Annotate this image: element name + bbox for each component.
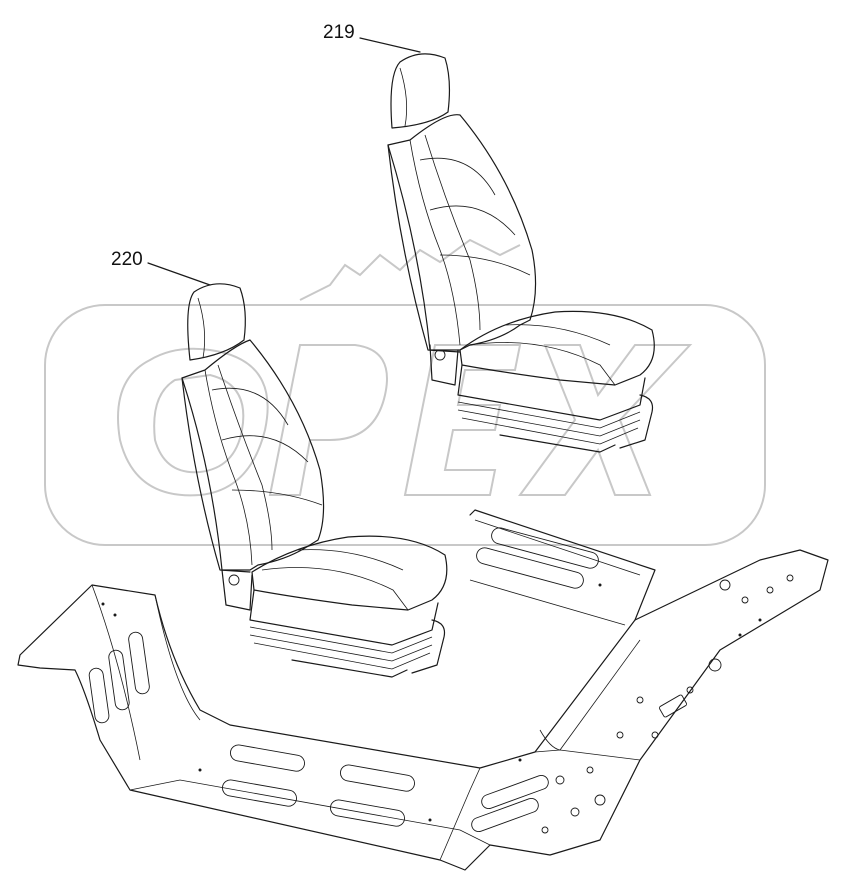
leader-line-220	[147, 262, 211, 286]
seat-rear	[387, 53, 655, 453]
watermark-logo	[44, 238, 766, 546]
cab-floor-frame	[17, 509, 829, 871]
callout-label-219: 219	[323, 22, 355, 43]
leader-line-219	[359, 37, 421, 53]
callout-label-220: 220	[111, 249, 143, 270]
seat-front	[181, 283, 448, 678]
